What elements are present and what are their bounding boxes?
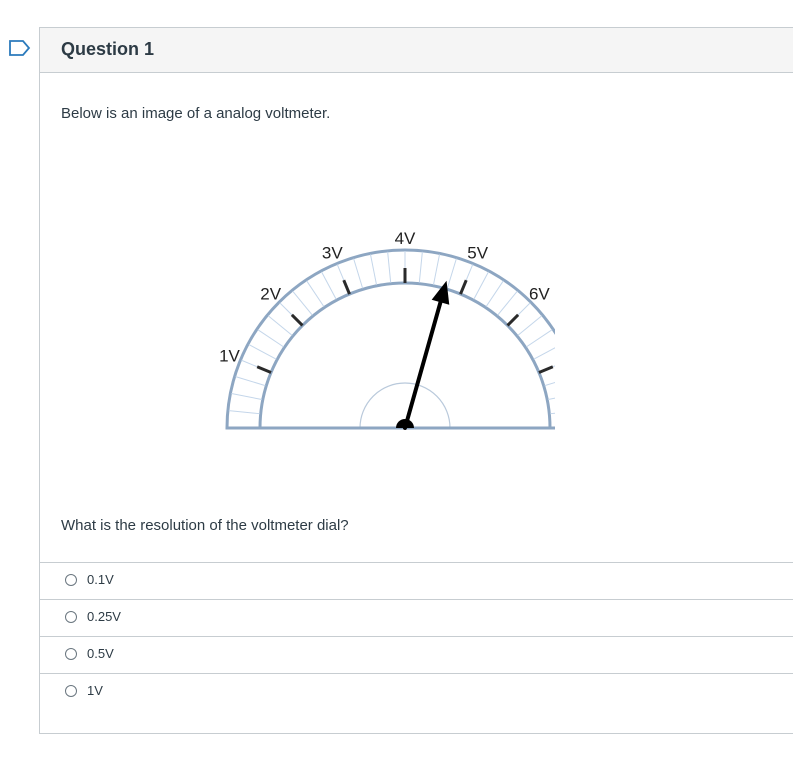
minor-tick [497, 290, 518, 316]
answer-label: 0.1V [87, 572, 114, 587]
dial-label: 2V [260, 285, 281, 304]
dial-band [225, 248, 585, 430]
major-tick [506, 313, 520, 327]
major-tick [459, 279, 468, 295]
dial-label: 4V [395, 229, 416, 248]
radio-button-icon[interactable] [65, 611, 77, 623]
dial-label: 3V [322, 243, 343, 262]
minor-tick [353, 258, 364, 289]
minor-tick [387, 251, 392, 283]
question-intro: Below is an image of a analog voltmeter. [61, 105, 331, 122]
minor-tick [369, 254, 378, 285]
dial-label: 6V [529, 285, 550, 304]
question-card: Question 1 Below is an image of a analog… [39, 27, 793, 734]
answer-option[interactable]: 0.5V [40, 636, 793, 673]
answer-list: 0.1V 0.25V 0.5V 1V [40, 562, 793, 710]
minor-tick [446, 258, 457, 289]
minor-tick [517, 315, 543, 336]
major-tick [342, 279, 351, 295]
minor-tick [418, 251, 423, 283]
question-prompt: What is the resolution of the voltmeter … [61, 517, 349, 534]
minor-tick [248, 344, 277, 360]
major-tick [256, 365, 272, 374]
bookmark-flag-icon[interactable] [8, 39, 32, 57]
question-title: Question 1 [61, 39, 155, 59]
minor-tick [306, 280, 325, 307]
needle [403, 294, 445, 430]
minor-tick [432, 254, 441, 285]
answer-label: 0.5V [87, 646, 114, 661]
answer-option[interactable]: 0.25V [40, 599, 793, 636]
answer-label: 1V [87, 683, 103, 698]
dial-hub-arc [359, 382, 451, 429]
minor-tick [485, 280, 504, 307]
dial-label: 1V [219, 346, 240, 365]
answer-option[interactable]: 0.1V [40, 562, 793, 599]
minor-tick [526, 329, 553, 348]
dial-label: 5V [467, 243, 488, 262]
minor-tick [292, 290, 313, 316]
needle-arrowhead [431, 280, 450, 305]
minor-tick [321, 271, 337, 300]
voltmeter-dial: 1V2V3V4V5V6V7V [219, 229, 592, 430]
minor-tick [473, 271, 489, 300]
needle-pivot [396, 419, 414, 428]
minor-tick [257, 329, 284, 348]
minor-tick [267, 315, 293, 336]
voltmeter-image: 1V2V3V4V5V6V7V [185, 208, 592, 443]
minor-tick [231, 392, 262, 401]
radio-button-icon[interactable] [65, 574, 77, 586]
major-tick [290, 313, 304, 327]
minor-tick [228, 410, 260, 415]
radio-button-icon[interactable] [65, 648, 77, 660]
major-tick [538, 365, 554, 374]
answer-option[interactable]: 1V [40, 673, 793, 710]
answer-label: 0.25V [87, 609, 121, 624]
radio-button-icon[interactable] [65, 685, 77, 697]
question-header: Question 1 [40, 28, 793, 73]
minor-tick [235, 376, 266, 387]
